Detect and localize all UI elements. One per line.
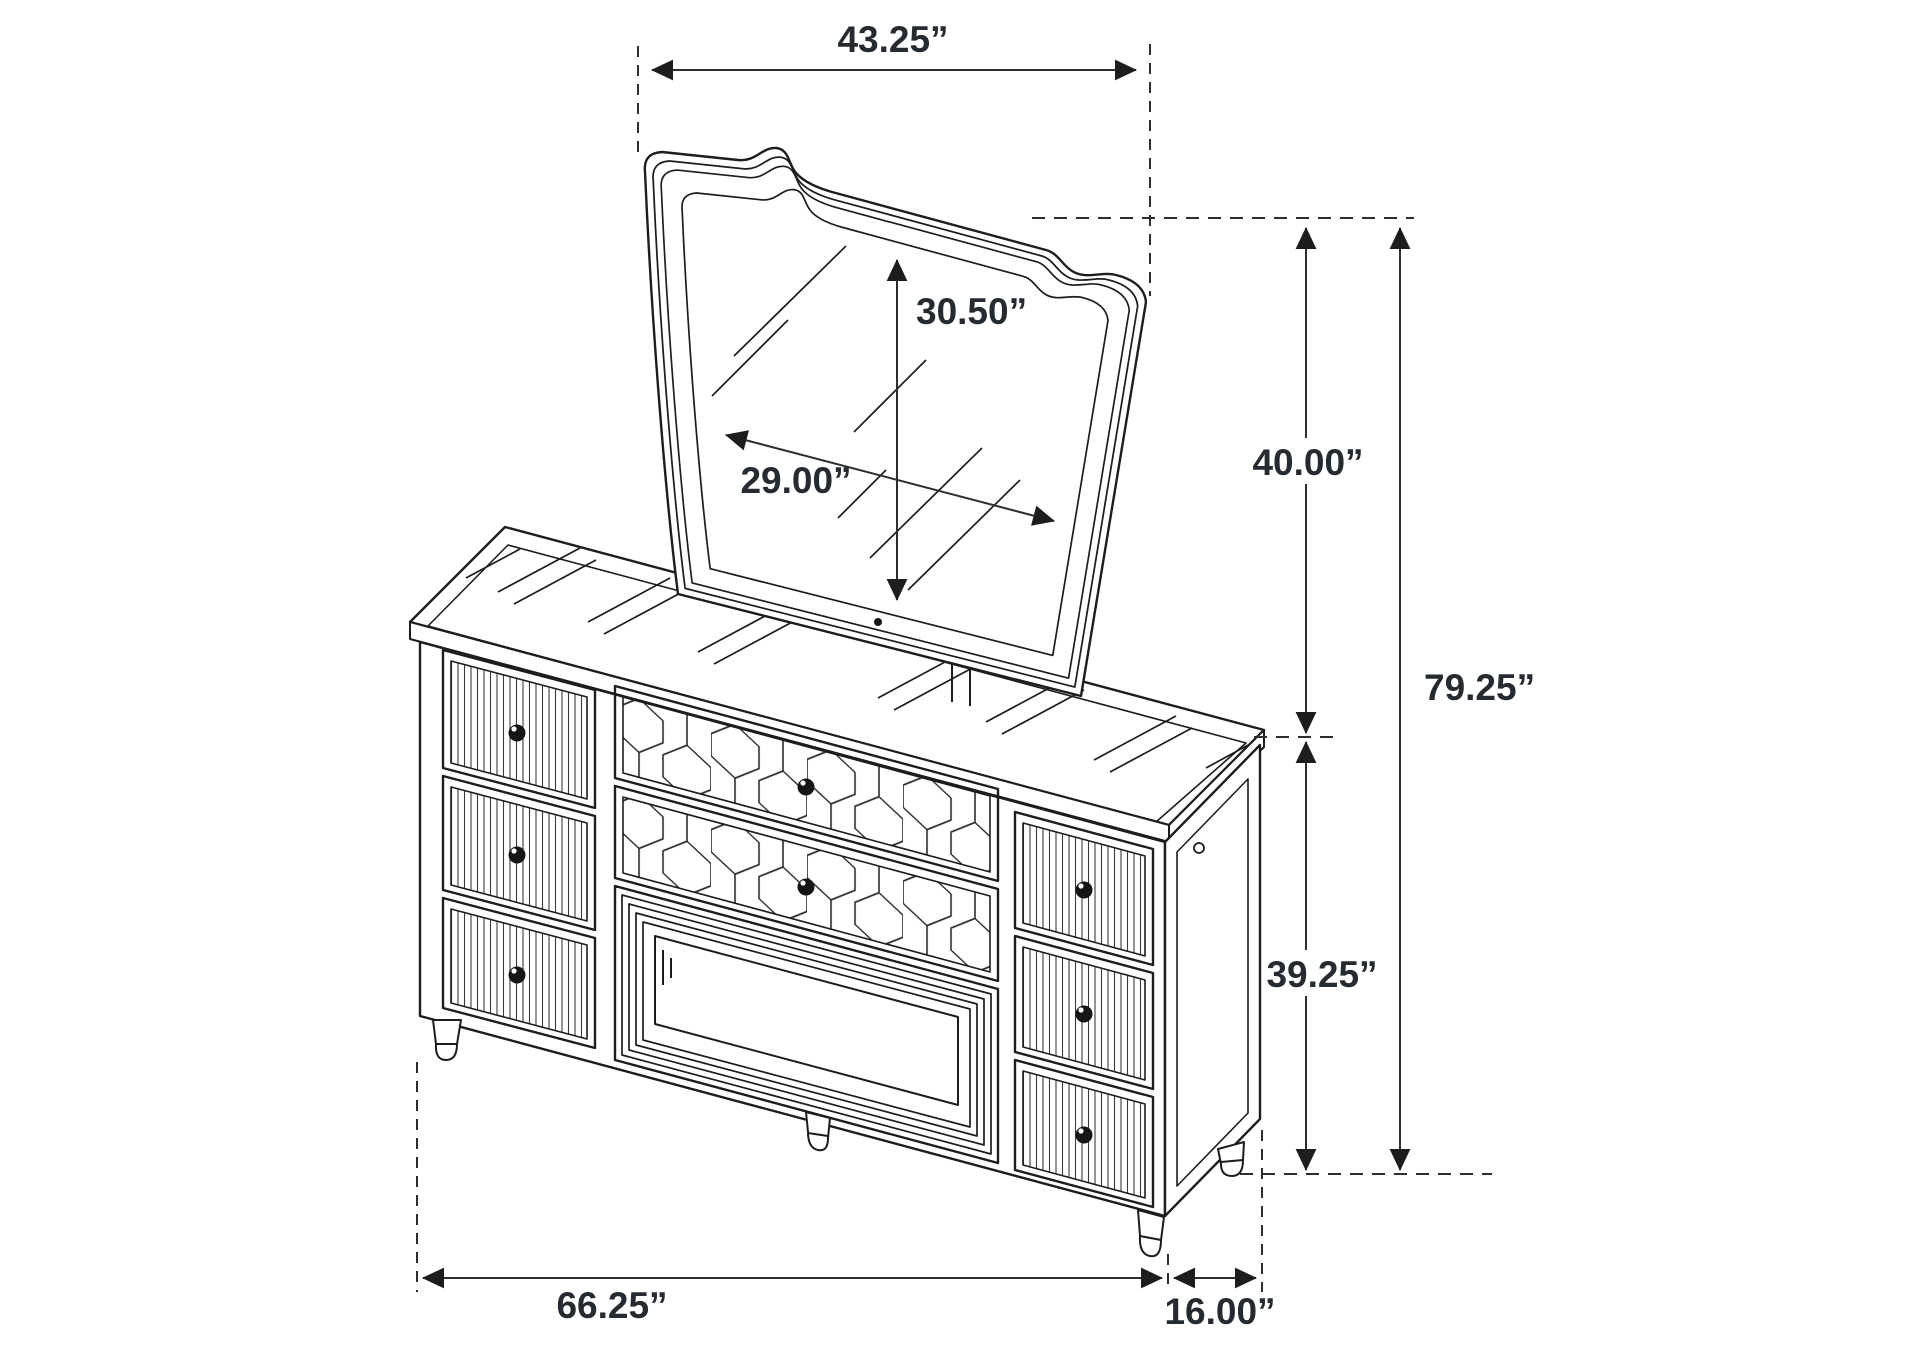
front-right-foot — [1137, 1209, 1165, 1258]
drawer-knob — [508, 966, 526, 984]
dresser-feet — [432, 1019, 1245, 1258]
label-backplate — [1250, 438, 1366, 484]
mirror-frame-line-3 — [660, 165, 1131, 680]
mirror-glass-edge — [681, 188, 1109, 657]
mirror-frame-dot — [874, 618, 882, 626]
dim-line — [725, 430, 1055, 526]
right-drawer-1 — [1013, 810, 1155, 967]
dresser-side-panel — [1163, 743, 1262, 1218]
left-drawer-bank — [441, 648, 597, 1050]
drawer-knob — [797, 778, 815, 796]
left-drawer-1 — [441, 648, 597, 810]
drawer-knob — [508, 846, 526, 864]
dim-label-mirror-frame-width: 43.25” — [837, 19, 948, 60]
right-drawer-2 — [1013, 934, 1155, 1091]
label-backplate — [1262, 950, 1382, 996]
center-bottom-drawer — [613, 884, 1000, 1165]
center-drawer-bank — [613, 684, 1000, 1165]
center-drawer-1 — [613, 684, 1000, 883]
dim-label-mirror-glass-width: 29.00” — [740, 460, 851, 501]
dim-label-mirror-height: 40.00” — [1252, 442, 1363, 483]
mirror-support-post — [951, 664, 971, 706]
dim-label-dresser-depth: 16.00” — [1164, 1291, 1275, 1332]
right-drawer-bank — [1013, 810, 1155, 1209]
back-right-foot — [1217, 1141, 1245, 1177]
center-foot — [805, 1111, 831, 1152]
dim-label-dresser-width: 66.25” — [556, 1285, 667, 1326]
dim-label-dresser-height: 39.25” — [1266, 954, 1377, 995]
drawer-knob — [1075, 1005, 1093, 1023]
drawer-knob — [1075, 1126, 1093, 1144]
left-drawer-2 — [441, 774, 597, 932]
dresser — [408, 525, 1266, 1258]
dim-mirror-glass-width — [725, 430, 1055, 526]
center-bottom-drawer-panel — [654, 935, 959, 1106]
dimension-annotations — [416, 44, 1492, 1292]
drawer-knob — [508, 724, 526, 742]
mirror-frame-line-2 — [652, 156, 1139, 688]
drawer-knob — [1075, 881, 1093, 899]
drawer-knob — [797, 878, 815, 896]
center-drawer-2 — [613, 784, 1000, 983]
dim-label-overall-height: 79.25” — [1424, 667, 1535, 708]
left-drawer-3 — [441, 896, 597, 1050]
front-left-foot — [432, 1019, 462, 1061]
panel-reflection-ticks — [662, 950, 672, 985]
right-drawer-3 — [1013, 1058, 1155, 1209]
side-panel-peg-hole — [1193, 842, 1205, 854]
dim-mirror-frame-width — [637, 44, 1151, 296]
dim-label-mirror-glass-height: 30.50” — [916, 291, 1027, 332]
